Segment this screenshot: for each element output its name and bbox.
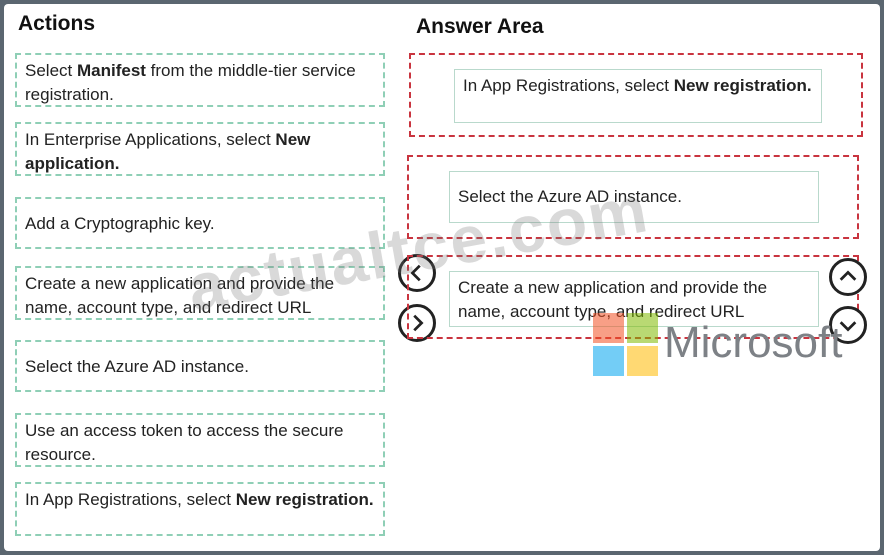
chevron-down-icon (839, 321, 857, 332)
move-right-button[interactable] (398, 304, 436, 342)
actions-heading: Actions (18, 12, 96, 35)
answer-text: Create a new application and provide the… (458, 278, 768, 321)
action-item-select-manifest[interactable]: Select Manifest from the middle-tier ser… (15, 53, 385, 107)
action-item-app-registrations-new[interactable]: In App Registrations, select New registr… (15, 482, 385, 536)
action-text: Use an access token to access the secure… (25, 421, 344, 464)
answer-slot-1[interactable]: In App Registrations, select New registr… (409, 53, 863, 137)
action-text: Add a Cryptographic key. (25, 214, 215, 233)
action-bold-text: New registration. (235, 490, 374, 509)
action-text: from the middle-tier service registratio… (25, 61, 356, 104)
action-text: Select the Azure AD instance. (25, 357, 249, 376)
action-text: In Enterprise Applications, select (25, 130, 276, 149)
answer-slot-2[interactable]: Select the Azure AD instance. (407, 155, 859, 239)
chevron-up-icon (839, 270, 857, 281)
answer-text: Select the Azure AD instance. (458, 187, 682, 206)
action-item-enterprise-new-application[interactable]: In Enterprise Applications, select New a… (15, 122, 385, 176)
action-text: Create a new application and provide the… (25, 274, 335, 317)
action-bold-text: New application. (25, 130, 311, 173)
microsoft-logo-icon (593, 313, 659, 377)
answer-item-select-azure-ad[interactable]: Select the Azure AD instance. (449, 171, 819, 223)
answer-text: In App Registrations, select (463, 76, 674, 95)
answer-item-app-registrations-new[interactable]: In App Registrations, select New registr… (454, 69, 822, 123)
answer-bold-text: New registration. (673, 76, 812, 95)
action-item-select-azure-ad[interactable]: Select the Azure AD instance. (15, 340, 385, 392)
move-down-button[interactable] (829, 306, 867, 344)
action-text: In App Registrations, select (25, 490, 236, 509)
action-item-add-cryptographic-key[interactable]: Add a Cryptographic key. (15, 197, 385, 249)
action-bold-text: Manifest (76, 61, 146, 80)
answer-area-heading: Answer Area (416, 15, 544, 38)
microsoft-wordmark: Microsoft (664, 318, 843, 367)
chevron-left-icon (410, 264, 421, 282)
move-up-button[interactable] (829, 258, 867, 296)
action-item-use-access-token[interactable]: Use an access token to access the secure… (15, 413, 385, 467)
action-item-create-new-application[interactable]: Create a new application and provide the… (15, 266, 385, 320)
chevron-right-icon (413, 314, 424, 332)
action-text: Select (25, 61, 77, 80)
